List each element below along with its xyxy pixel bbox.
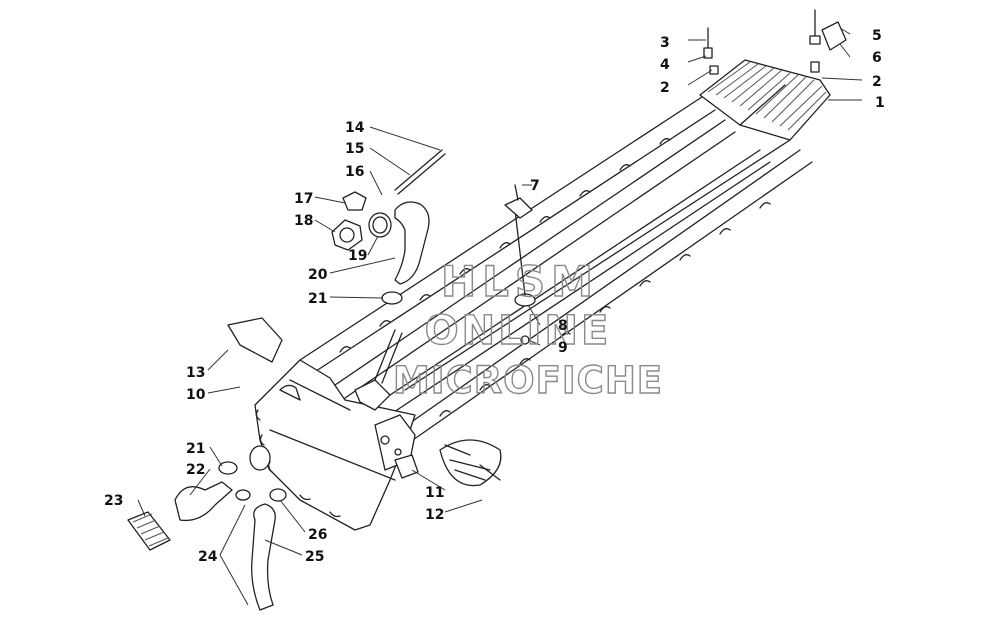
callout-8: 8 [558, 318, 568, 334]
callout-26: 26 [308, 527, 327, 543]
callout-17: 17 [294, 191, 313, 207]
rear-fasteners [703, 9, 847, 75]
callout-4: 4 [660, 57, 670, 73]
rear-flap [699, 59, 831, 141]
callout-11: 11 [425, 485, 444, 501]
callout-5: 5 [872, 28, 882, 44]
callout-15: 15 [345, 141, 364, 157]
callout-22: 22 [186, 462, 205, 478]
callout-6: 6 [872, 50, 882, 66]
callout-21-upper: 21 [308, 291, 327, 307]
callout-3: 3 [660, 35, 670, 51]
callout-24: 24 [198, 549, 218, 565]
callout-1: 1 [875, 95, 885, 111]
heat-shield [227, 317, 283, 363]
coolant-hose-assembly [331, 149, 446, 305]
callout-18: 18 [294, 213, 313, 229]
callout-20: 20 [308, 267, 328, 283]
callout-2-right: 2 [872, 74, 882, 90]
callout-13: 13 [186, 365, 205, 381]
callout-2-left: 2 [660, 80, 670, 96]
bulkhead [254, 359, 419, 531]
rear-mount-plate [439, 439, 502, 487]
watermark: HLSM ONLINE MICROFICHE [392, 256, 663, 402]
center-fittings [354, 184, 536, 411]
callout-16: 16 [345, 164, 364, 180]
watermark-line-1: HLSM [441, 257, 599, 306]
callout-7: 7 [530, 178, 540, 194]
callout-labels: 1 2 2 3 4 5 6 7 8 9 10 11 12 13 14 15 16… [104, 28, 885, 565]
callout-23: 23 [104, 493, 123, 509]
callout-25: 25 [305, 549, 324, 565]
callout-12: 12 [425, 507, 444, 523]
watermark-line-2: ONLINE [425, 308, 612, 354]
leader-lines [137, 27, 863, 606]
callout-10: 10 [186, 387, 206, 403]
callout-9: 9 [558, 340, 568, 356]
tunnel-frame [299, 94, 813, 443]
callout-19: 19 [348, 248, 367, 264]
watermark-line-3: MICROFICHE [393, 359, 663, 402]
lower-hoses [127, 445, 287, 611]
callout-14: 14 [345, 120, 365, 136]
callout-21-lower: 21 [186, 441, 205, 457]
